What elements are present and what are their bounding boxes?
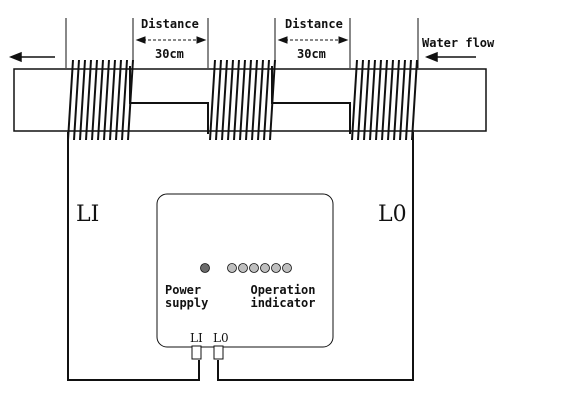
coil-link-wire xyxy=(129,66,209,134)
coil-turn xyxy=(233,59,240,141)
coil-turn xyxy=(221,59,228,141)
coil-turn xyxy=(121,59,128,141)
coil-turn xyxy=(411,59,418,141)
coil-turn xyxy=(91,59,98,141)
power-supply-line2: supply xyxy=(165,296,209,310)
spacing-label-left: 30cm xyxy=(155,47,184,61)
operation-led xyxy=(227,263,237,273)
coil-turn xyxy=(239,59,246,141)
distance-label-left: Distance xyxy=(141,17,199,31)
operation-line2: indicator xyxy=(250,296,316,310)
operation-led xyxy=(282,263,292,273)
coil-turn xyxy=(357,59,364,141)
outflow-arrow xyxy=(8,51,55,63)
coil-in-label: LI xyxy=(76,202,100,227)
coil-turn xyxy=(215,59,222,141)
power-supply-line1: Power xyxy=(165,283,202,297)
operation-led xyxy=(260,263,270,273)
coil-turn xyxy=(387,59,394,141)
power-led xyxy=(200,263,210,273)
coil-turn xyxy=(405,59,412,141)
water-flow-label: Water flow xyxy=(422,36,495,50)
distance-label-right: Distance xyxy=(285,17,343,31)
terminal-in xyxy=(191,345,202,360)
operation-indicator-label: Operation indicator xyxy=(243,284,323,310)
coil-turn xyxy=(363,59,370,141)
coil-link-wire xyxy=(271,66,351,134)
operation-led xyxy=(271,263,281,273)
spacing-label-right: 30cm xyxy=(297,47,326,61)
coil-turn xyxy=(227,59,234,141)
coil-turn xyxy=(351,59,358,141)
coil-turn xyxy=(97,59,104,141)
lead-wire-out xyxy=(217,132,414,381)
coil-turn xyxy=(115,59,122,141)
coil-turn xyxy=(369,59,376,141)
coil-turn xyxy=(375,59,382,141)
coil-turn xyxy=(263,59,270,141)
coil-turn xyxy=(257,59,264,141)
coil-turn xyxy=(79,59,86,141)
terminal-in-label: LI xyxy=(190,331,203,345)
coil-turn xyxy=(109,59,116,141)
terminal-out-label: L0 xyxy=(213,331,229,345)
terminal-out xyxy=(213,345,224,360)
operation-indicator-leds xyxy=(227,263,292,273)
operation-line1: Operation xyxy=(250,283,316,297)
coil-turn xyxy=(245,59,252,141)
coil-turn xyxy=(85,59,92,141)
coil-turn xyxy=(251,59,258,141)
coil-turn xyxy=(209,59,216,141)
coil-windings xyxy=(67,59,418,141)
distance-arrow-right xyxy=(277,36,349,44)
distance-arrow-left xyxy=(135,36,207,44)
operation-led xyxy=(238,263,248,273)
coil-turn xyxy=(399,59,406,141)
coil-turn xyxy=(393,59,400,141)
operation-led xyxy=(249,263,259,273)
coil-out-label: L0 xyxy=(378,202,407,227)
coil-turn xyxy=(67,59,74,141)
coil-turn xyxy=(73,59,80,141)
coil-turn xyxy=(103,59,110,141)
power-supply-label: Power supply xyxy=(165,284,208,310)
lead-wire-in xyxy=(67,132,200,381)
water-flow-arrow xyxy=(424,51,476,63)
coil-turn xyxy=(381,59,388,141)
